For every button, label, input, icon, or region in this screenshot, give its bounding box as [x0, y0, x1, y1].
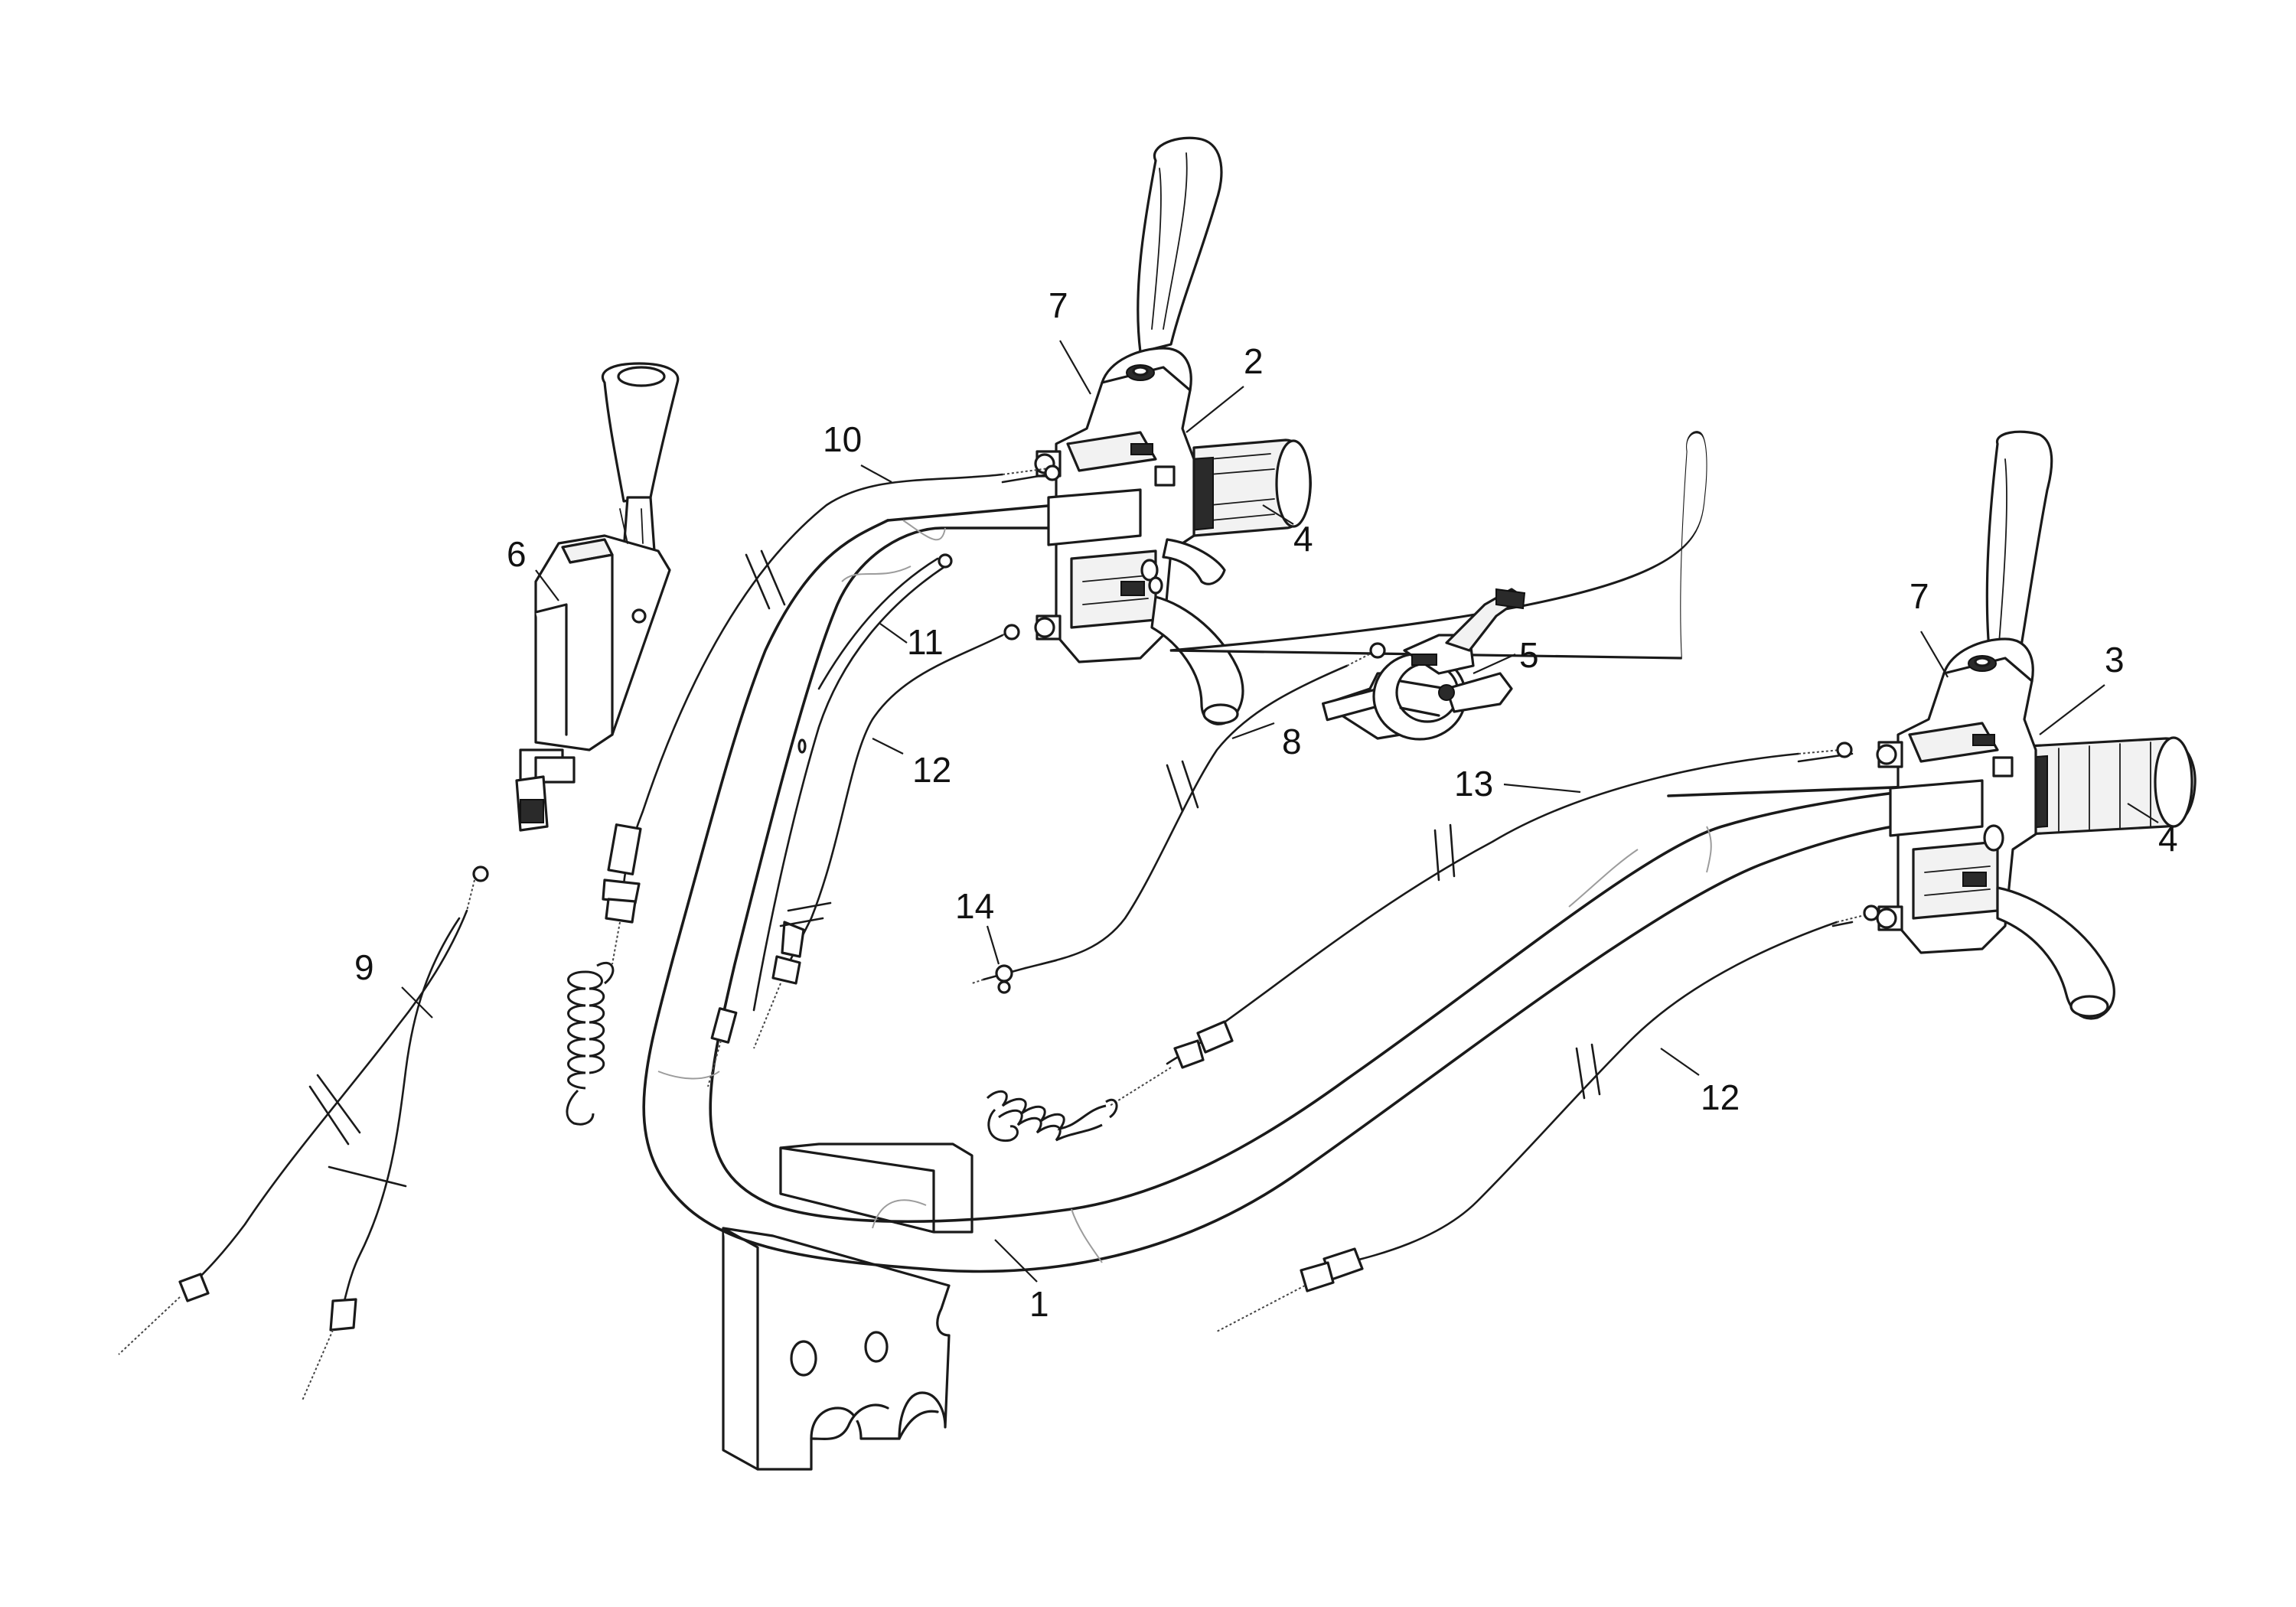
leader-3 [2039, 684, 2105, 735]
mounting-bracket [722, 1143, 974, 1471]
part-14-clip [971, 964, 1027, 994]
callout-12a: 12 [912, 750, 951, 790]
leader-10 [860, 464, 892, 483]
right-control-assembly [1169, 430, 2197, 1020]
leader-12b [1660, 1048, 1700, 1076]
part-12-cable-right [1216, 905, 1880, 1332]
part-5-throttle-control [1322, 588, 1526, 741]
leader-7b [1920, 631, 1949, 678]
part-9-cable [118, 865, 489, 1401]
callout-7b: 7 [1910, 576, 1929, 616]
cables [118, 464, 1880, 1401]
leader-6 [535, 569, 559, 601]
part-4-grip-left [1189, 438, 1312, 537]
part-7-right-lever [1169, 430, 2053, 660]
part-2-left-control-housing [1034, 347, 1195, 663]
left-brake-trigger [1150, 538, 1244, 725]
leader-8 [1231, 722, 1275, 740]
left-control-assembly [1034, 136, 1312, 725]
frame-left-arm-top [886, 504, 1058, 522]
callout-1: 1 [1029, 1284, 1049, 1324]
part-10-cable [566, 464, 1061, 1126]
callout-4b: 4 [2158, 819, 2178, 859]
callout-labels: 1 2 3 4 4 5 6 7 7 8 9 10 11 12 12 13 14 [354, 285, 2178, 1324]
frame-tube-outer [642, 519, 1976, 1273]
leader-4b [2127, 803, 2159, 823]
part-12-cable-left [753, 624, 1020, 1049]
callout-6: 6 [507, 534, 527, 574]
leader-7a [1059, 340, 1091, 395]
callout-14: 14 [955, 886, 994, 926]
leader-9 [401, 986, 433, 1019]
part-6-shift-lever [515, 362, 680, 832]
leader-1 [994, 1239, 1038, 1283]
part-4-grip-right [2024, 736, 2197, 836]
leader-lines [401, 340, 2159, 1283]
leader-5 [1473, 653, 1516, 675]
leader-13 [1503, 783, 1581, 794]
part-3-right-control-housing [1876, 637, 2037, 954]
leader-2 [1186, 386, 1244, 433]
part-7-left-lever [1137, 136, 1223, 354]
leader-12a [872, 738, 904, 755]
callout-3: 3 [2105, 640, 2125, 680]
part-13-cable [986, 742, 1854, 1142]
callout-5: 5 [1519, 635, 1539, 675]
callout-7a: 7 [1049, 285, 1068, 325]
right-brake-trigger [1996, 886, 2115, 1020]
callout-9: 9 [354, 947, 374, 987]
leader-11 [879, 623, 908, 644]
frame-tube-inner [709, 526, 1976, 1224]
part-11-cable [707, 553, 953, 1087]
callout-2: 2 [1244, 341, 1264, 381]
callout-11: 11 [907, 622, 944, 662]
part-8-cable [1024, 642, 1386, 970]
callout-8: 8 [1282, 722, 1302, 761]
callout-13: 13 [1454, 764, 1493, 804]
cable-break-marks [308, 549, 1601, 1188]
callout-12b: 12 [1701, 1077, 1740, 1117]
leader-4a [1262, 504, 1294, 525]
callout-10: 10 [823, 419, 862, 459]
callout-4a: 4 [1293, 519, 1313, 559]
leader-14 [986, 925, 1000, 965]
